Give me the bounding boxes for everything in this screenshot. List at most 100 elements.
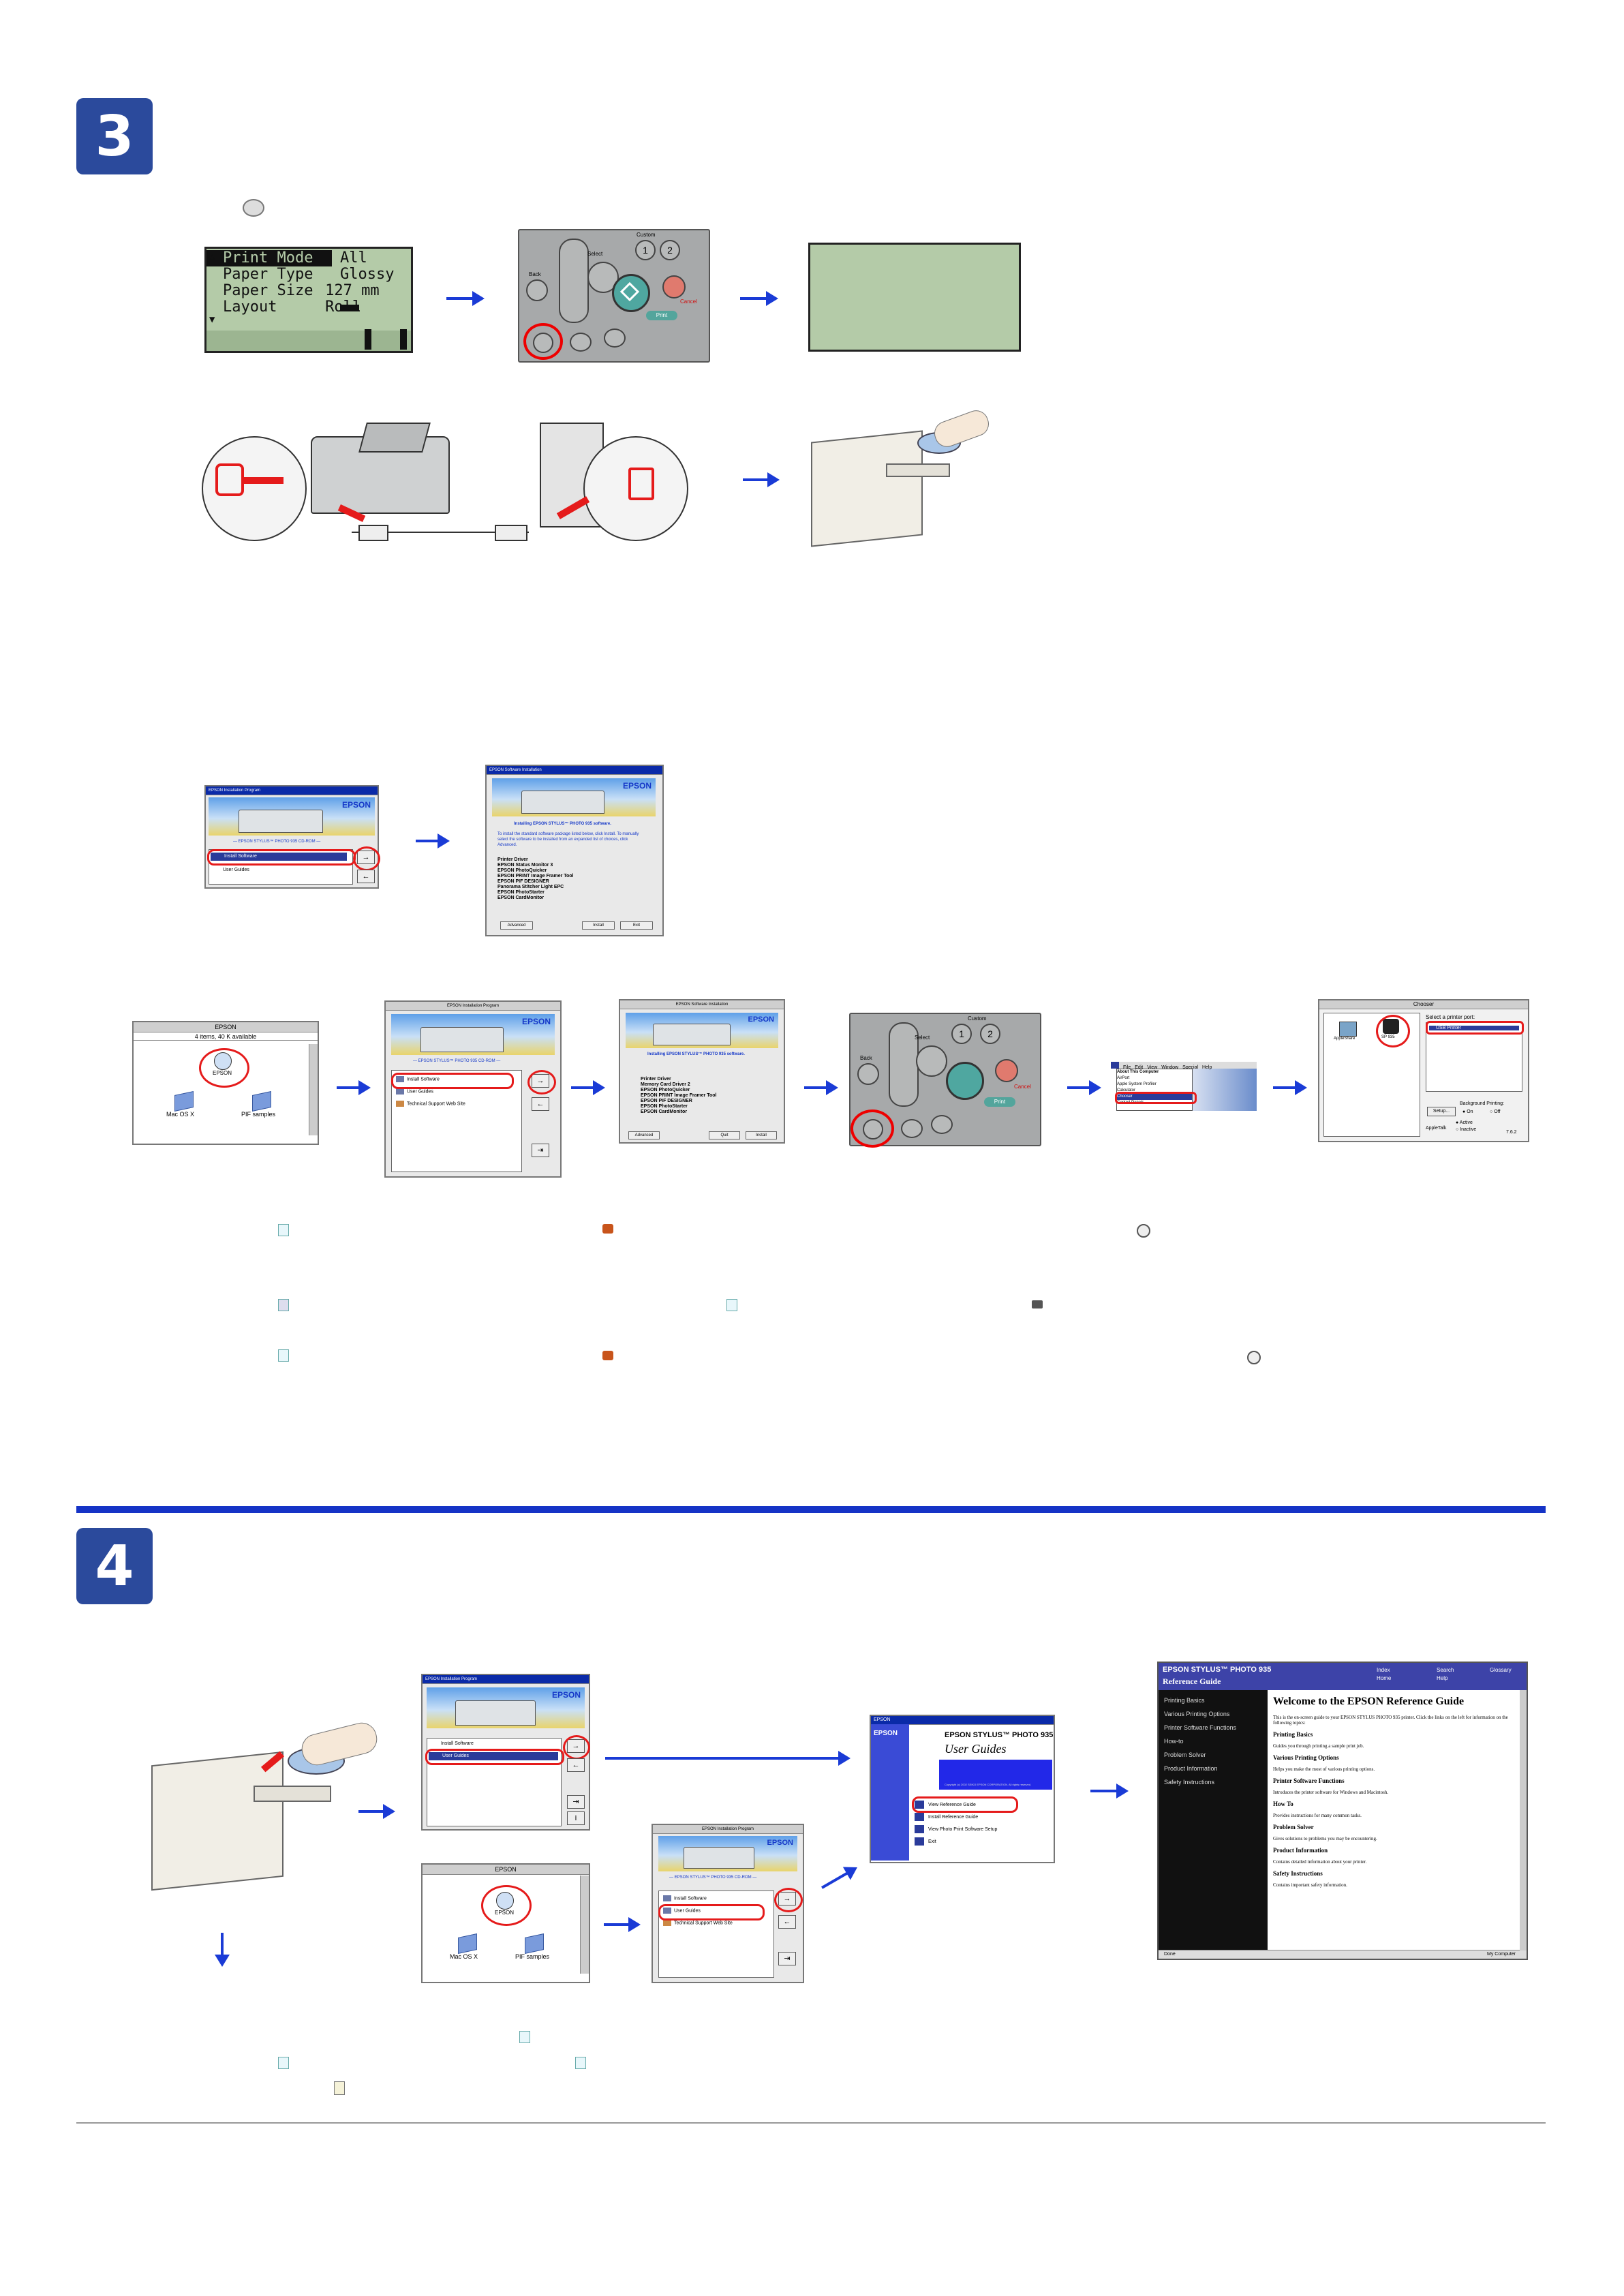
exit-item[interactable]: Exit bbox=[915, 1836, 997, 1848]
install-reference-guide-item[interactable]: Install Reference Guide bbox=[915, 1811, 997, 1824]
inactive-radio[interactable]: ○ Inactive bbox=[1456, 1127, 1477, 1132]
topic-title[interactable]: Problem Solver bbox=[1273, 1824, 1314, 1831]
install-button[interactable]: Install bbox=[746, 1131, 777, 1139]
exit-button[interactable]: Exit bbox=[620, 921, 653, 930]
menu-entry[interactable]: Apple System Profiler bbox=[1117, 1082, 1156, 1086]
nav-index[interactable]: Index bbox=[1377, 1667, 1390, 1673]
start-button[interactable] bbox=[946, 1062, 984, 1100]
active-radio[interactable]: ● Active bbox=[1456, 1120, 1473, 1125]
sidebar-item[interactable]: How-to bbox=[1164, 1738, 1184, 1745]
sidebar-item[interactable]: Problem Solver bbox=[1164, 1751, 1206, 1758]
advanced-button[interactable]: Advanced bbox=[628, 1131, 660, 1139]
sidebar-item[interactable]: Product Information bbox=[1164, 1765, 1218, 1772]
scrollbar[interactable] bbox=[1520, 1690, 1527, 1950]
appleshare-icon[interactable] bbox=[1339, 1022, 1357, 1037]
topic-title[interactable]: Printer Software Functions bbox=[1273, 1777, 1345, 1784]
menu-help[interactable]: Help bbox=[1201, 1065, 1212, 1070]
back-button[interactable]: ← bbox=[567, 1758, 585, 1772]
printer-image bbox=[455, 1700, 536, 1726]
start-button[interactable] bbox=[612, 274, 650, 312]
tech-support-item[interactable]: Technical Support Web Site bbox=[396, 1101, 465, 1107]
software-item: EPSON CardMonitor bbox=[641, 1109, 688, 1114]
install-software-item[interactable]: Install Software bbox=[211, 853, 347, 861]
install-software-item[interactable]: Install Software bbox=[663, 1895, 707, 1901]
menu-entry[interactable]: AirPort bbox=[1117, 1076, 1130, 1080]
exit-button[interactable]: ⇥ bbox=[532, 1144, 549, 1157]
pif-samples-folder-icon[interactable] bbox=[252, 1091, 271, 1112]
install-software-item[interactable]: Install Software bbox=[396, 1076, 440, 1082]
cancel-button[interactable] bbox=[662, 275, 686, 299]
print-button[interactable]: Print bbox=[646, 311, 677, 320]
menu-window[interactable]: Window bbox=[1161, 1065, 1179, 1070]
info-button[interactable]: i bbox=[567, 1811, 585, 1825]
topic-title[interactable]: Printing Basics bbox=[1273, 1731, 1313, 1738]
menu-entry[interactable]: About This Computer bbox=[1117, 1070, 1159, 1074]
custom-1-button[interactable]: 1 bbox=[635, 240, 656, 260]
back-button[interactable]: ← bbox=[357, 870, 375, 883]
software-item: Memory Card Driver 2 bbox=[641, 1082, 690, 1087]
custom-2-button[interactable]: 2 bbox=[660, 240, 680, 260]
menu-entry[interactable]: Calculator bbox=[1117, 1088, 1136, 1092]
mac-os-x-folder-icon[interactable] bbox=[174, 1091, 194, 1112]
mac-os-x-folder-icon[interactable] bbox=[458, 1933, 477, 1954]
nav-help[interactable]: Help bbox=[1437, 1675, 1448, 1681]
paper-button[interactable] bbox=[901, 1119, 923, 1138]
back-button[interactable] bbox=[857, 1063, 879, 1085]
menu-view[interactable]: View bbox=[1147, 1065, 1158, 1070]
nav-search[interactable]: Search bbox=[1437, 1667, 1454, 1673]
user-guides-item[interactable]: User Guides bbox=[663, 1908, 701, 1914]
install-software-highlight bbox=[391, 1073, 514, 1089]
user-guides-item[interactable]: User Guides bbox=[223, 868, 249, 872]
exit-button[interactable]: ⇥ bbox=[567, 1795, 585, 1809]
printer-driver-highlight bbox=[1376, 1015, 1410, 1047]
topic-title[interactable]: Various Printing Options bbox=[1273, 1754, 1339, 1761]
ink-button[interactable] bbox=[931, 1115, 953, 1134]
printer-zoom-circle bbox=[202, 436, 307, 541]
user-guides-item[interactable]: User Guides bbox=[396, 1088, 433, 1095]
enter-button[interactable] bbox=[916, 1045, 947, 1077]
sidebar-item[interactable]: Various Printing Options bbox=[1164, 1711, 1230, 1717]
topic-title[interactable]: Product Information bbox=[1273, 1847, 1328, 1854]
menu-edit[interactable]: Edit bbox=[1135, 1065, 1144, 1070]
bg-off-radio[interactable]: ○ Off bbox=[1490, 1109, 1501, 1114]
back-button[interactable] bbox=[526, 279, 548, 301]
printer-usb-port-icon bbox=[215, 463, 244, 496]
ink-button[interactable] bbox=[604, 328, 626, 348]
scrollbar[interactable] bbox=[580, 1876, 589, 1974]
apple-menu-icon[interactable] bbox=[1111, 1062, 1119, 1069]
cancel-button[interactable] bbox=[995, 1059, 1018, 1082]
quit-button[interactable]: Quit bbox=[709, 1131, 740, 1139]
navigation-dial[interactable] bbox=[889, 1022, 919, 1107]
guide-heading: Welcome to the EPSON Reference Guide bbox=[1273, 1696, 1465, 1707]
topic-title[interactable]: Safety Instructions bbox=[1273, 1870, 1323, 1877]
bg-on-radio[interactable]: ● On bbox=[1462, 1109, 1473, 1114]
user-guides-item[interactable]: User Guides bbox=[429, 1752, 558, 1760]
custom-1-button[interactable]: 1 bbox=[951, 1024, 972, 1044]
topic-title[interactable]: How To bbox=[1273, 1801, 1293, 1807]
menu-special[interactable]: Special bbox=[1182, 1065, 1199, 1070]
menu-entry-chooser[interactable]: Chooser bbox=[1117, 1094, 1192, 1100]
navigation-dial[interactable] bbox=[559, 239, 589, 323]
sidebar-item[interactable]: Safety Instructions bbox=[1164, 1779, 1215, 1786]
setup-button[interactable]: Setup... bbox=[1427, 1107, 1456, 1116]
pif-samples-folder-icon[interactable] bbox=[525, 1933, 544, 1954]
print-button[interactable]: Print bbox=[984, 1097, 1015, 1107]
install-software-item[interactable]: Install Software bbox=[441, 1741, 474, 1746]
sidebar-item[interactable]: Printing Basics bbox=[1164, 1697, 1205, 1704]
nav-glossary[interactable]: Glossary bbox=[1490, 1667, 1512, 1673]
sidebar-item[interactable]: Printer Software Functions bbox=[1164, 1724, 1237, 1731]
view-photo-print-item[interactable]: View Photo Print Software Setup bbox=[915, 1824, 997, 1836]
scrollbar[interactable] bbox=[309, 1044, 318, 1135]
exit-button[interactable]: ⇥ bbox=[778, 1952, 796, 1965]
nav-home[interactable]: Home bbox=[1377, 1675, 1392, 1681]
back-button[interactable]: ← bbox=[778, 1915, 796, 1929]
tech-support-item[interactable]: Technical Support Web Site bbox=[663, 1920, 733, 1926]
back-button[interactable]: ← bbox=[532, 1097, 549, 1111]
advanced-button[interactable]: Advanced bbox=[500, 921, 533, 930]
flow-arrow bbox=[1090, 1784, 1129, 1798]
menu-file[interactable]: File bbox=[1122, 1065, 1131, 1070]
paper-button[interactable] bbox=[570, 333, 592, 352]
custom-2-button[interactable]: 2 bbox=[980, 1024, 1000, 1044]
install-button[interactable]: Install bbox=[582, 921, 615, 930]
usb-port-item[interactable]: USB Printer bbox=[1429, 1026, 1519, 1030]
